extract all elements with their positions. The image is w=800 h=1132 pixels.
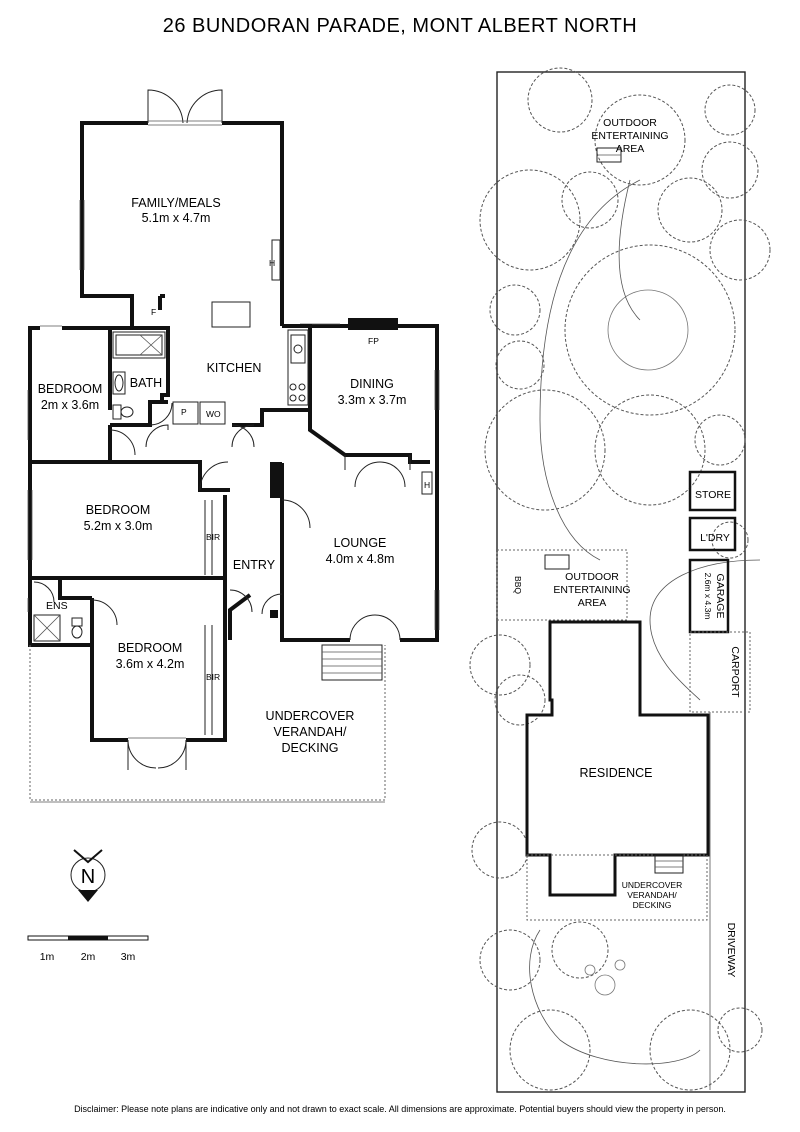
verandah-label-1: UNDERCOVER [266,709,355,723]
carport-label: CARPORT [729,646,741,698]
north-arrow: N [70,849,106,902]
bedroom-2-label: BEDROOM [86,503,151,517]
family-meals-size: 5.1m x 4.7m [142,211,211,225]
floor-plan: FAMILY/MEALS 5.1m x 4.7m H F FP DINING 3… [27,89,440,803]
driveway-label: DRIVEWAY [725,923,737,978]
entry [228,462,312,642]
h-marker: H [269,258,275,268]
bedroom-3-label: BEDROOM [118,641,183,655]
bir-label: BIR [206,532,220,542]
site-verandah-label: VERANDAH/ [627,890,677,900]
page-title: 26 BUNDORAN PARADE, MONT ALBERT NORTH [163,15,638,37]
garage-size: 2.6m x 4.3m [703,573,713,620]
verandah-decking [29,644,386,803]
north-icon: N [81,866,95,888]
bathroom [110,326,173,427]
p-marker: P [181,407,187,417]
family-meals-label: FAMILY/MEALS [131,196,220,210]
bedroom-2-size: 5.2m x 3.0m [84,519,153,533]
bedroom-1-label: BEDROOM [38,382,103,396]
lounge [282,590,440,642]
verandah-label-2: VERANDAH/ [274,725,347,739]
disclaimer: Disclaimer: Please note plans are indica… [74,1104,726,1114]
scale-bar [27,935,149,941]
f-marker: F [151,307,156,317]
outdoor-area-2-label: OUTDOOR [565,571,619,583]
bedroom-1-size: 2m x 3.6m [41,398,99,412]
kitchen-label: KITCHEN [207,361,262,375]
scale-label: 2m [81,951,96,963]
bath-label: BATH [130,376,162,390]
kitchen [172,324,312,427]
site-verandah-label: UNDERCOVER [622,880,682,890]
h-marker: H [424,480,430,490]
ens-label: ENS [46,600,68,612]
bedroom-2 [27,462,227,580]
fp-marker: FP [368,336,379,346]
lounge-size: 4.0m x 4.8m [326,552,395,566]
lounge-label: LOUNGE [334,536,387,550]
wo-marker: WO [206,409,221,419]
site-verandah-label: DECKING [633,900,672,910]
dining-size: 3.3m x 3.7m [338,393,407,407]
outdoor-area-2-label: ENTERTAINING [553,584,630,596]
ldry-label: L'DRY [700,532,730,544]
garage-label: GARAGE [714,574,726,619]
scale-label: 3m [121,951,136,963]
store-label: STORE [695,489,731,501]
bedroom-3-size: 3.6m x 4.2m [116,657,185,671]
bir-label: BIR [206,672,220,682]
outdoor-area-1-label: ENTERTAINING [591,130,668,142]
residence-label: RESIDENCE [580,766,653,780]
dining-room [282,318,440,642]
bbq-label: BBQ [513,576,523,594]
scale-label: 1m [40,951,55,963]
residence-outline [525,620,710,897]
dining-label: DINING [350,377,394,391]
outbuildings [688,470,751,713]
site-plan: OUTDOOR ENTERTAINING AREA STORE L'DRY GA… [469,67,771,1093]
entry-label: ENTRY [233,558,276,572]
trees [469,67,771,1091]
outdoor-area-2-label: AREA [578,597,607,609]
bedroom-3 [90,578,227,770]
outdoor-area-1-label: OUTDOOR [603,117,657,129]
outdoor-area-1-label: AREA [616,143,645,155]
family-meals-room [79,89,284,330]
bedroom-1 [27,325,136,464]
verandah-label-3: DECKING [282,741,339,755]
